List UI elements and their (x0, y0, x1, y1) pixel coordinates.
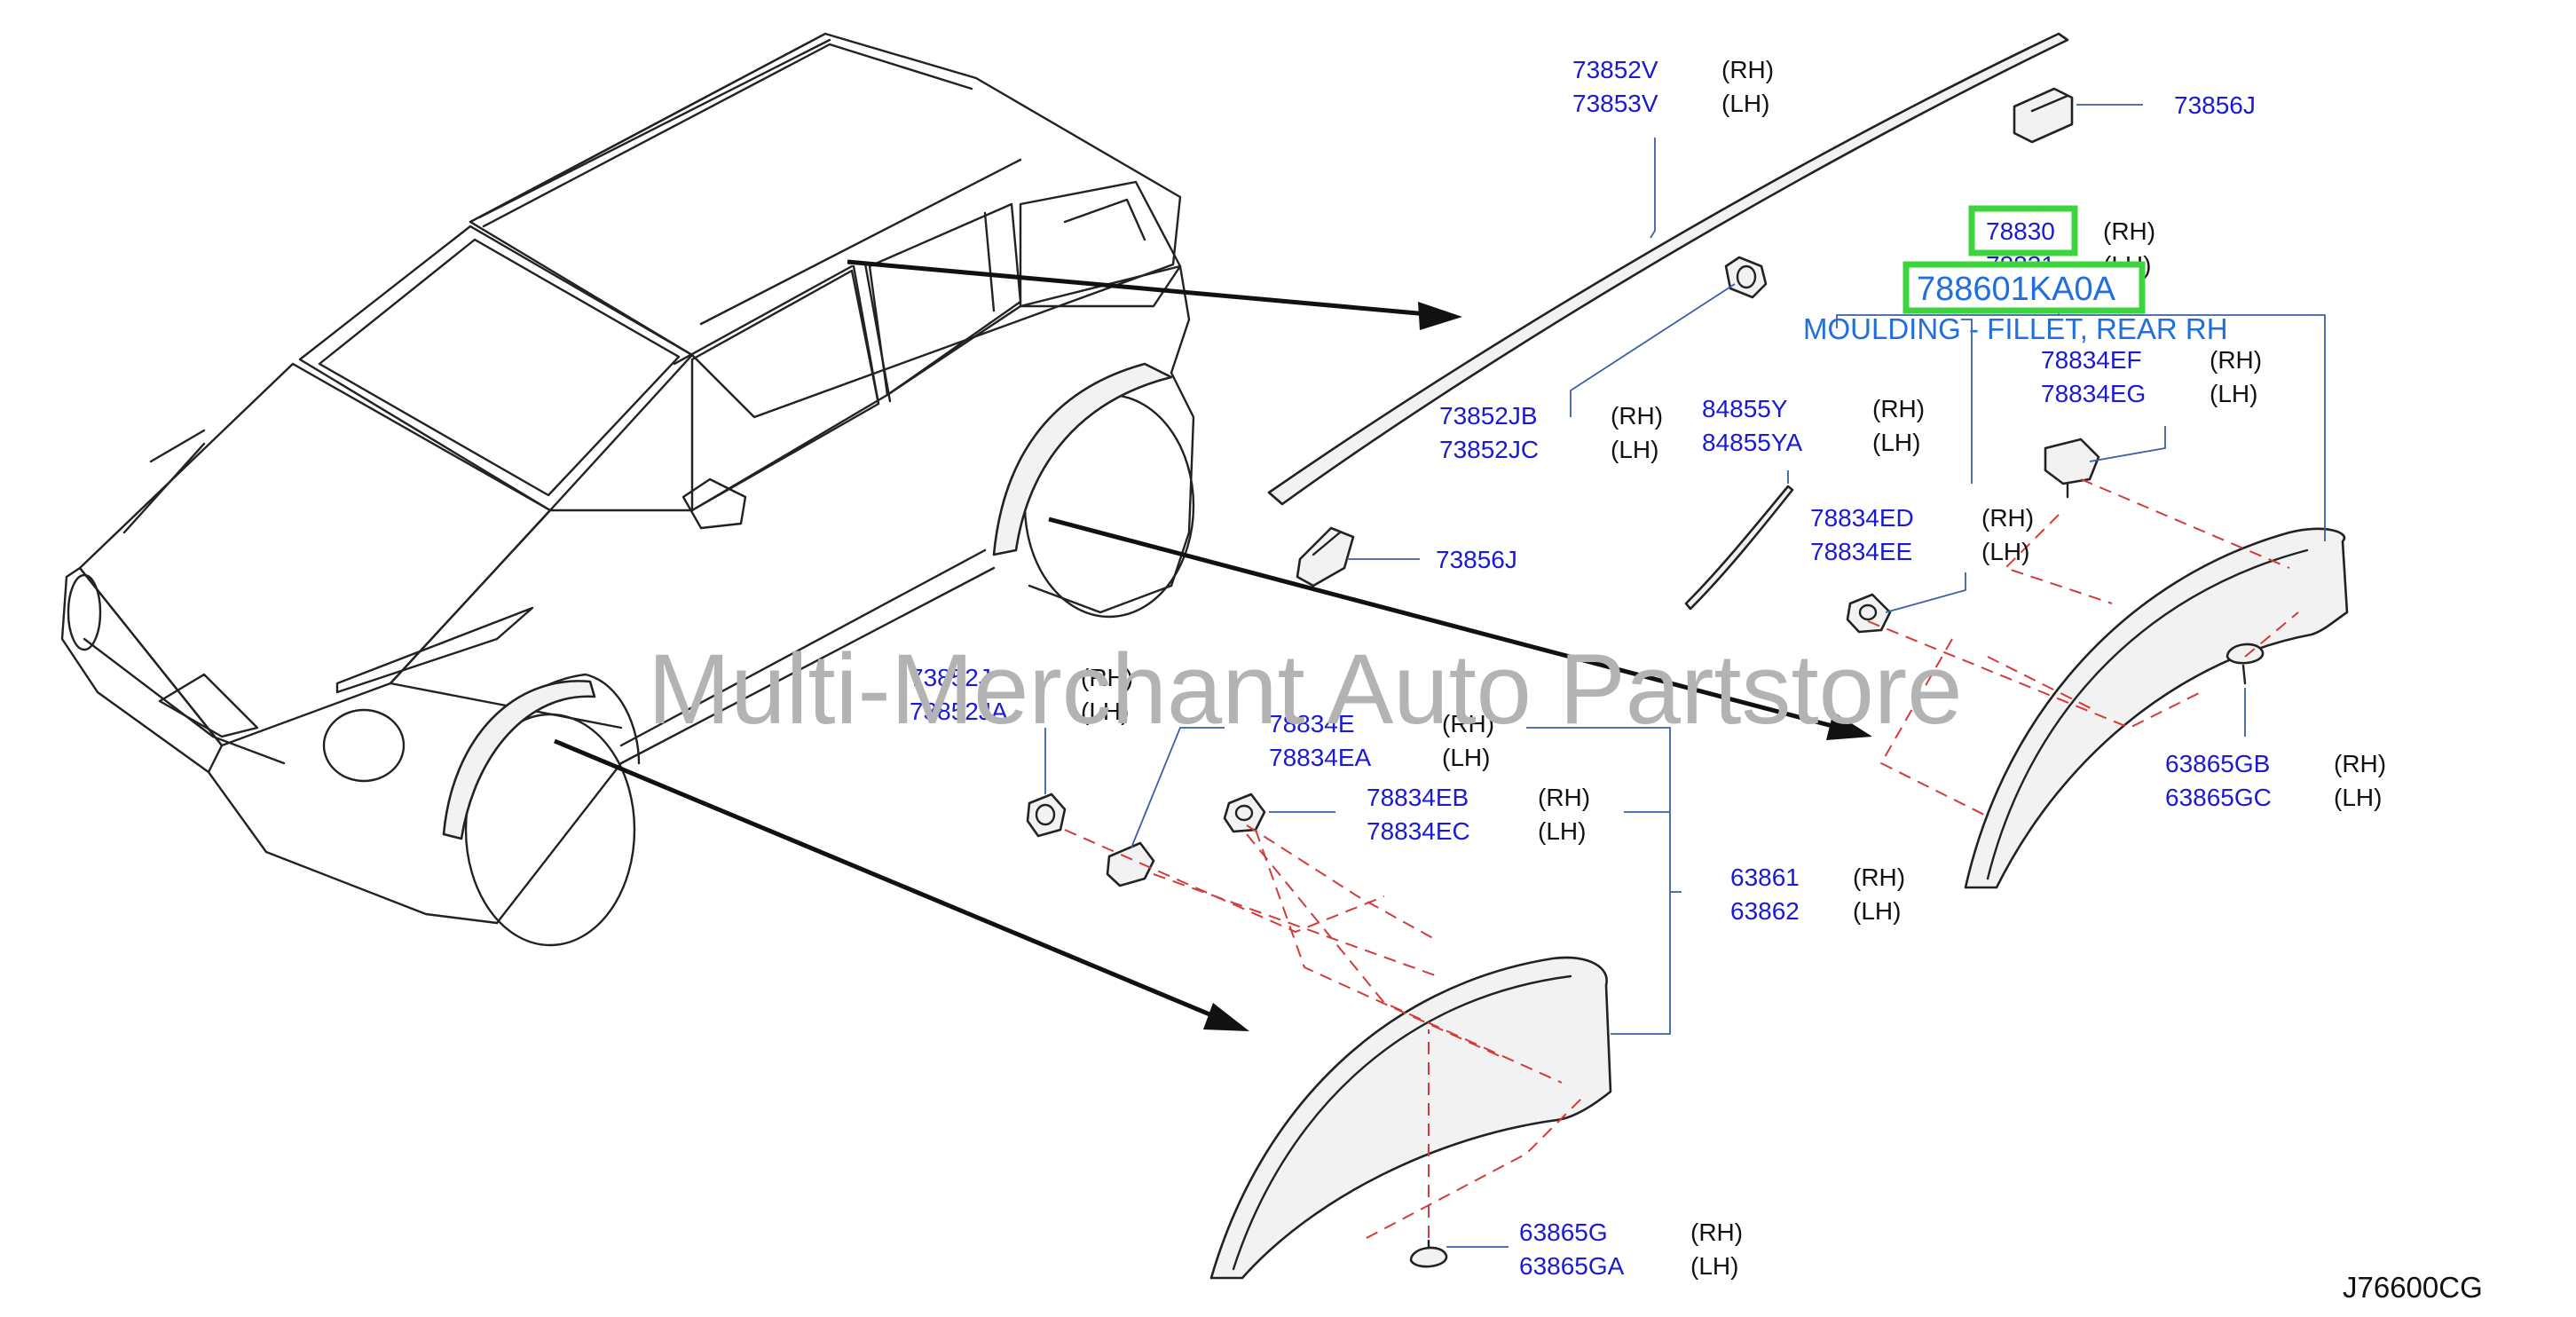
rear-wheel-arch-moulding (1964, 527, 2349, 889)
side-label: (LH) (1690, 1252, 1738, 1280)
leader-lines (1044, 104, 2326, 1248)
assembly-dashed-lines (1064, 478, 2299, 1239)
clip-73856j-lower (1296, 526, 1355, 588)
part-number: 84855Y (1702, 395, 1788, 422)
part-number: 78834EG (2041, 380, 2146, 407)
callout-c5: 73852JB 73852JC (RH) (LH) (1439, 402, 1663, 463)
callout-c13: 63861 63862 (RH) (LH) (1730, 864, 1905, 925)
side-label: (RH) (1721, 56, 1774, 83)
watermark: Multi-Merchant Auto Partstore (648, 634, 1962, 745)
callout-c4: 78834EF 78834EG (RH) (LH) (2041, 346, 2262, 407)
callout-c6: 84855Y 84855YA (RH) (LH) (1702, 395, 1925, 456)
moulding-84855y (1684, 485, 1794, 611)
part-number: 78834ED (1810, 504, 1914, 532)
highlight-box (1902, 261, 2146, 314)
part-number: 73853V (1572, 90, 1658, 117)
callout-c14: 63865G 63865GA (RH) (LH) (1519, 1218, 1743, 1280)
highlight-box (1968, 205, 2078, 256)
highlighted-part-name: MOULDING - FILLET, REAR RH (1803, 312, 2228, 345)
side-label: (LH) (1611, 436, 1658, 463)
side-label: (LH) (2334, 784, 2382, 811)
highlighted-part-number: 788601KA0A (1917, 271, 2116, 308)
part-number: 78834E (1269, 710, 1355, 737)
part-number: 78834EF (2041, 346, 2142, 374)
clip-78834ef (2044, 438, 2100, 499)
clip-73852j (1026, 793, 1067, 838)
side-label: (RH) (1442, 710, 1494, 737)
callout-c12: 78834EB 78834EC (RH) (LH) (1367, 784, 1590, 845)
clip-73852jb (1724, 256, 1768, 299)
callout-c7: 78834ED 78834EE (RH) (LH) (1810, 504, 2034, 565)
side-label: (LH) (1721, 90, 1769, 117)
pointer-arrows (554, 259, 1872, 1031)
side-label: (RH) (1538, 784, 1590, 811)
part-number: 73856J (2174, 91, 2256, 119)
callout-c11: 78834E 78834EA (RH) (LH) (1269, 710, 1494, 771)
part-number: 73856J (1436, 546, 1517, 573)
part-number: 73852JA (910, 698, 1008, 725)
part-number: 73852JC (1439, 436, 1539, 463)
side-label: (LH) (1442, 744, 1490, 771)
part-number: 73852JB (1439, 402, 1538, 430)
part-number: 63861 (1730, 864, 1800, 891)
vehicle-illustration (60, 32, 1195, 947)
callout-c8: 73856J (1436, 546, 1517, 573)
side-label: (RH) (1981, 504, 2034, 532)
front-wheel-arch-moulding (1209, 956, 1612, 1280)
side-label: (RH) (1690, 1218, 1743, 1246)
drawing-code: J76600CG (2343, 1271, 2483, 1304)
callout-c2: 73856J (2174, 91, 2256, 119)
side-label: (RH) (1872, 395, 1925, 422)
part-number: 78834EE (1810, 538, 1912, 565)
clip-78834ed (1846, 593, 1892, 634)
clip-78834e (1106, 841, 1155, 887)
part-number: 78834EA (1269, 744, 1372, 771)
part-number: 78834EC (1367, 817, 1470, 845)
side-label: (RH) (2334, 750, 2386, 777)
part-number: 63865GC (2165, 784, 2272, 811)
side-label: (RH) (2103, 217, 2155, 245)
clip-63865g (1409, 1239, 1448, 1268)
part-number: 73852V (1572, 56, 1658, 83)
roof-moulding (1267, 32, 2069, 506)
clip-73856j-upper (2013, 87, 2074, 144)
callout-c1: 73852V 73853V (RH) (LH) (1572, 56, 1774, 117)
side-label: (LH) (1538, 817, 1586, 845)
side-label: (LH) (1981, 538, 2029, 565)
side-label: (LH) (1853, 897, 1901, 925)
part-number: 78830 (1986, 217, 2055, 245)
side-label: (RH) (1611, 402, 1663, 430)
side-label: (LH) (1081, 698, 1129, 725)
part-number: 63865GA (1519, 1252, 1625, 1280)
part-number: 63862 (1730, 897, 1800, 925)
callout-c9: 63865GB 63865GC (RH) (LH) (2165, 750, 2386, 811)
side-label: (RH) (2210, 346, 2262, 374)
part-number: 63865GB (2165, 750, 2270, 777)
part-number: 78834EB (1367, 784, 1469, 811)
highlighted-part: 788601KA0A MOULDING - FILLET, REAR RH (1803, 261, 2228, 345)
clip-78834eb (1223, 793, 1266, 833)
part-number: 63865G (1519, 1218, 1608, 1246)
side-label: (LH) (2210, 380, 2257, 407)
side-label: (RH) (1853, 864, 1905, 891)
side-label: (LH) (1872, 429, 1920, 456)
callout-c10: 73852J 73852JA (RH) (LH) (910, 664, 1133, 725)
side-label: (RH) (1081, 664, 1133, 691)
part-number: 73852J (910, 664, 991, 691)
part-number: 84855YA (1702, 429, 1802, 456)
clip-63865gb (2225, 643, 2265, 685)
